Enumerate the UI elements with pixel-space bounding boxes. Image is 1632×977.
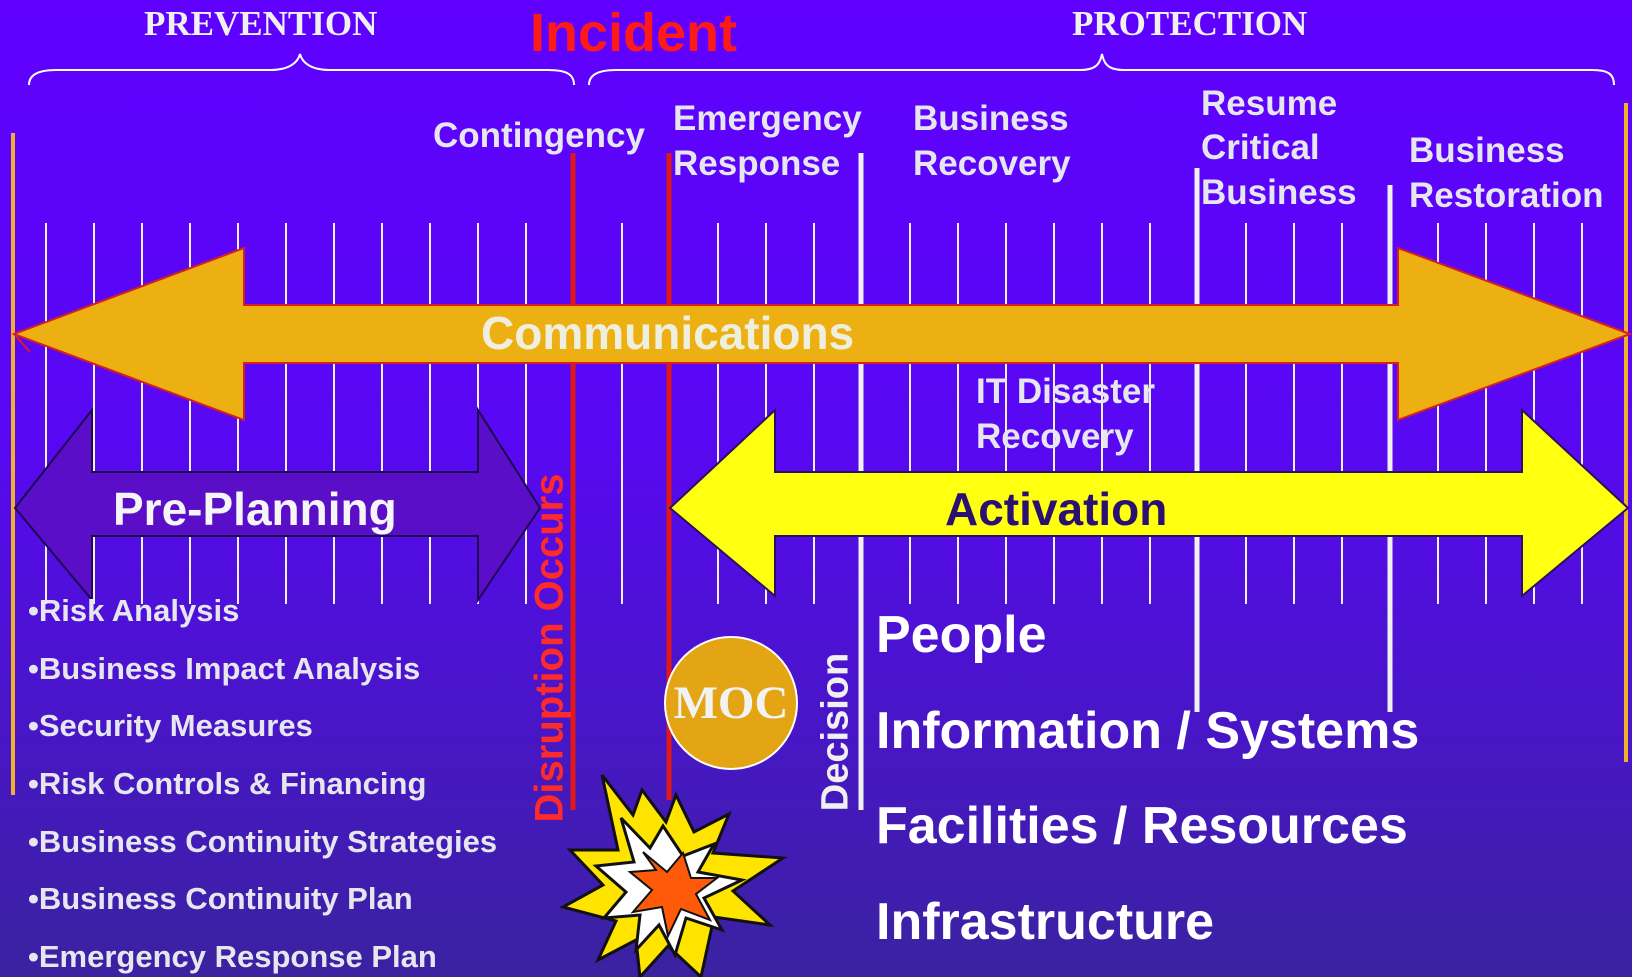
restoration-label-1: Business xyxy=(1409,131,1565,170)
protection-brace xyxy=(588,53,1615,86)
activation-item: Facilities / Resources xyxy=(876,797,1408,855)
moc-circle xyxy=(664,636,798,770)
pre-planning-item: •Risk Controls & Financing xyxy=(28,766,427,801)
pre-planning-item: •Security Measures xyxy=(28,708,313,743)
communications-label: Communications xyxy=(481,307,855,359)
protection-label: PROTECTION xyxy=(1072,4,1308,43)
pre-planning-item: •Risk Analysis xyxy=(28,593,240,628)
resume-label-2: Critical xyxy=(1201,128,1320,167)
disruption-occurs-label: Disruption Occurs xyxy=(527,473,572,823)
resume-label-1: Resume xyxy=(1201,84,1338,123)
business-recovery-label-1: Business xyxy=(913,99,1069,138)
activation-item: People xyxy=(876,606,1047,664)
incident-label: Incident xyxy=(530,3,738,63)
restoration-label-2: Restoration xyxy=(1409,176,1604,215)
explosion-icon xyxy=(558,774,788,977)
pre-planning-item: •Emergency Response Plan xyxy=(28,939,437,974)
activation-item: Information / Systems xyxy=(876,702,1420,760)
pre-planning-label: Pre-Planning xyxy=(113,483,397,535)
resume-label-3: Business xyxy=(1201,173,1357,212)
decision-label: Decision xyxy=(814,652,857,812)
it-disaster-recovery-label-2: Recovery xyxy=(976,417,1134,456)
prevention-label: PREVENTION xyxy=(144,4,378,43)
it-disaster-recovery-label-1: IT Disaster xyxy=(976,372,1155,411)
pre-planning-arrow xyxy=(13,406,542,604)
pre-planning-item: •Business Continuity Plan xyxy=(28,881,413,916)
pre-planning-item: •Business Continuity Strategies xyxy=(28,824,498,859)
activation-item: Infrastructure xyxy=(876,893,1215,951)
communications-arrow-tick xyxy=(13,333,31,353)
emergency-response-label-2: Response xyxy=(673,144,841,183)
activation-arrow xyxy=(668,407,1630,599)
prevention-brace xyxy=(28,53,575,86)
contingency-label: Contingency xyxy=(433,116,645,155)
emergency-response-label-1: Emergency xyxy=(673,99,862,138)
moc-label: MOC xyxy=(673,677,789,729)
activation-label: Activation xyxy=(945,483,1168,535)
communications-arrow xyxy=(11,246,1632,422)
business-recovery-label-2: Recovery xyxy=(913,144,1071,183)
pre-planning-item: •Business Impact Analysis xyxy=(28,651,421,686)
